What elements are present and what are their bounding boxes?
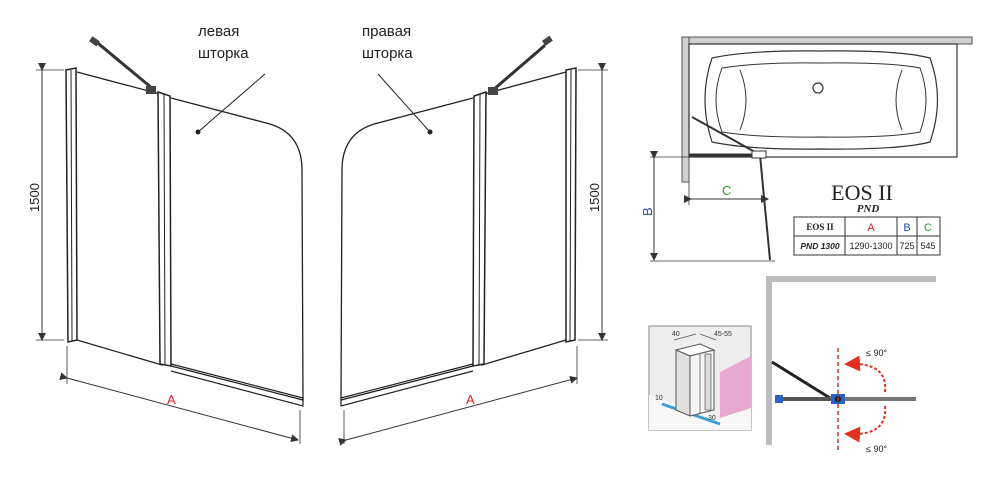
- left-panel-label-line1: левая: [198, 23, 239, 40]
- detail-dim-45-55: 45-55: [714, 331, 732, 338]
- left-panel-label-line2: шторка: [198, 45, 249, 62]
- right-width-dimension: A: [466, 392, 475, 407]
- table-cell-a: 1290-1300: [849, 241, 892, 251]
- swing-angle-view: [766, 276, 936, 452]
- table-header-a: A: [867, 222, 875, 234]
- table-header-b: B: [903, 222, 910, 234]
- left-width-dimension: A: [167, 392, 176, 407]
- right-height-dimension: 1500: [587, 183, 602, 212]
- detail-dim-40: 40: [672, 331, 680, 338]
- dimension-b-label: B: [640, 207, 655, 216]
- swing-arrow-up: [844, 355, 887, 393]
- right-swing-glass: [340, 97, 474, 401]
- swing-arrow-down: [844, 405, 887, 443]
- right-stabilizer-bar: [489, 41, 549, 93]
- left-stabilizer-bar: [94, 39, 156, 91]
- left-screen-drawing: [36, 36, 304, 444]
- table-cell-model: PND 1300: [800, 241, 839, 251]
- swing-wall-profile: [775, 395, 783, 403]
- profile-detail-view: [648, 325, 752, 431]
- right-fixed-glass: [481, 71, 567, 366]
- swing-wall: [766, 276, 936, 445]
- dimension-c-label: C: [722, 183, 731, 198]
- swing-angle-bottom: ≤ 90°: [866, 444, 887, 454]
- wall-top: [681, 36, 973, 45]
- swing-stabilizer: [771, 360, 831, 400]
- table-header-model: EOS II: [806, 222, 834, 232]
- left-height-dimension: 1500: [27, 183, 42, 212]
- table-cell-c: 545: [920, 241, 935, 251]
- plan-screen-stabilizer: [691, 116, 756, 153]
- product-subtitle: PND: [857, 203, 880, 215]
- table-cell-b: 725: [899, 241, 914, 251]
- table-header-c: C: [924, 222, 932, 234]
- plan-screen-swing: [759, 154, 771, 261]
- detail-dim-10: 10: [655, 395, 663, 402]
- right-screen-drawing: [338, 35, 608, 446]
- left-fixed-glass: [76, 71, 163, 366]
- right-panel-label-line2: шторка: [362, 45, 413, 62]
- product-title: EOS II: [831, 180, 893, 205]
- detail-dim-30: 30: [708, 415, 716, 422]
- bathtub-plan-view: [650, 36, 973, 262]
- swing-angle-top: ≤ 90°: [866, 348, 887, 358]
- wall-left: [681, 36, 690, 183]
- drain: [812, 82, 824, 94]
- left-swing-glass: [170, 97, 304, 401]
- bathtub-outline: [688, 43, 958, 158]
- spec-table: [793, 216, 941, 256]
- right-panel-label-line1: правая: [362, 23, 411, 40]
